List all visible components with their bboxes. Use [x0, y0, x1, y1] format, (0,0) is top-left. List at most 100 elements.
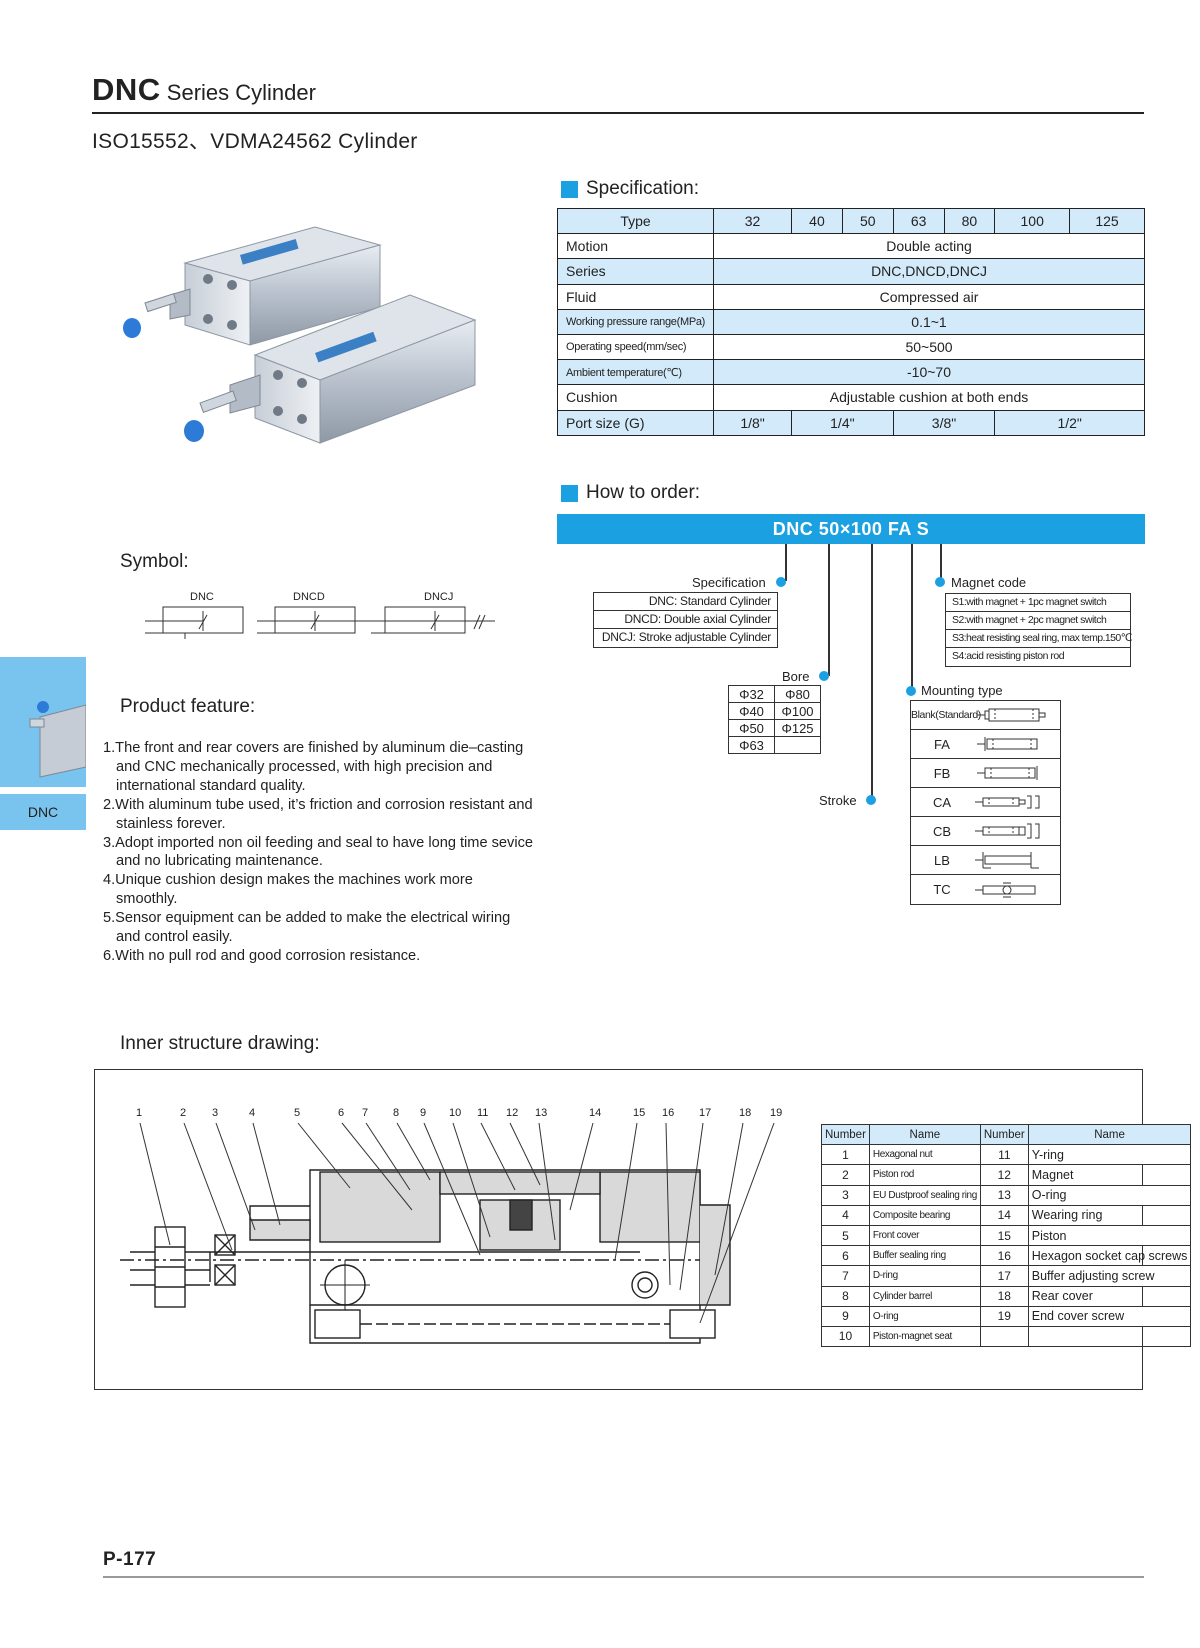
part-name: EU Dustproof sealing ring — [868, 1184, 981, 1206]
connector-line — [828, 544, 830, 676]
part-name: O-ring — [1027, 1184, 1192, 1206]
magnet-options-box: S1:with magnet + 1pc magnet switch S2:wi… — [945, 593, 1132, 667]
part-number: 14 — [979, 1204, 1029, 1226]
spec-port-value: 1/2" — [994, 409, 1145, 436]
bore-option: Φ40 — [728, 702, 775, 720]
part-name: Buffer sealing ring — [868, 1245, 981, 1267]
bore-option: Φ50 — [728, 719, 775, 737]
part-name: Hexagonal nut — [868, 1144, 981, 1166]
bore-option: Φ32 — [728, 685, 775, 703]
footer-divider — [103, 1576, 1144, 1578]
title-series-code: DNC — [92, 72, 161, 107]
parts-header: Number — [821, 1123, 870, 1146]
symbol-label: DNC — [190, 591, 214, 603]
part-name: Buffer adjusting screw — [1027, 1265, 1192, 1287]
callout-number: 17 — [699, 1107, 712, 1119]
mount-lb-icon — [975, 852, 1039, 869]
title-text: Series Cylinder — [166, 80, 316, 105]
symbol-label: DNCJ — [424, 591, 454, 603]
header-divider — [92, 112, 1144, 114]
mounting-option: CB — [911, 817, 1060, 846]
spec-row-label: Fluid — [556, 283, 715, 310]
bullet-dot-icon — [776, 577, 786, 587]
magnet-option: S2:with magnet + 2pc magnet switch — [946, 612, 1130, 630]
heading-square-icon — [561, 180, 578, 198]
mounting-option: LB — [911, 846, 1060, 875]
order-code-bar: DNC 50×100 FA S — [557, 514, 1145, 544]
order-stroke-label: Stroke — [819, 793, 857, 808]
magnet-option: S3:heat resisting seal ring, max temp.15… — [946, 630, 1132, 648]
spec-bore: 63 — [892, 207, 945, 235]
part-number: 18 — [979, 1285, 1029, 1307]
part-name: Piston-magnet seat — [868, 1325, 981, 1348]
features-list: 1.The front and rear covers are finished… — [103, 739, 533, 966]
callout-number: 7 — [362, 1107, 369, 1119]
spec-row-value: Adjustable cushion at both ends — [713, 384, 1145, 411]
specification-options-box: DNC: Standard Cylinder DNCD: Double axia… — [593, 592, 778, 648]
part-name: Front cover — [868, 1224, 981, 1247]
order-bore-label: Bore — [782, 669, 810, 684]
order-mounting-label: Mounting type — [921, 683, 1003, 698]
mounting-options-box: Blank(Standard) FA FB CA CB LB TC — [910, 700, 1061, 905]
callout-number: 19 — [770, 1107, 783, 1119]
callout-number: 11 — [477, 1107, 489, 1119]
part-number — [979, 1325, 1029, 1348]
spec-row-label: Series — [556, 258, 715, 285]
part-number: 8 — [821, 1285, 870, 1307]
callout-number: 8 — [393, 1107, 400, 1119]
spec-row-value: 0.1~1 — [713, 308, 1145, 335]
magnet-option: S1:with magnet + 1pc magnet switch — [946, 594, 1130, 612]
bullet-dot-icon — [819, 671, 829, 681]
spec-bore: 50 — [841, 207, 894, 235]
spec-row-value: Double acting — [713, 233, 1145, 260]
magnet-option: S4:acid resisting piston rod — [952, 650, 1065, 662]
side-tab-label: DNC — [0, 794, 86, 830]
page-subtitle: ISO15552、VDMA24562 Cylinder — [92, 130, 418, 153]
spec-row-value: Compressed air — [713, 283, 1145, 310]
connector-line — [871, 544, 873, 800]
spec-port-value: 1/8" — [713, 409, 793, 436]
part-number: 13 — [979, 1184, 1029, 1206]
part-number: 6 — [821, 1245, 870, 1267]
order-magnet-label: Magnet code — [951, 575, 1027, 590]
spec-bore: 40 — [791, 207, 843, 235]
part-name: D-ring — [868, 1265, 981, 1287]
part-number: 16 — [979, 1245, 1029, 1267]
connector-line — [940, 544, 942, 581]
feature-item: 3.Adopt imported non oil feeding and sea… — [103, 834, 533, 870]
spec-row-label: Cushion — [556, 384, 715, 411]
feature-item: 2.With aluminum tube used, it’s friction… — [103, 796, 533, 832]
specification-heading: Specification: — [561, 178, 699, 200]
mount-fb-icon — [977, 766, 1038, 780]
bore-option: Φ100 — [774, 702, 821, 720]
mount-standard-icon — [977, 708, 1046, 722]
spec-port-value: 3/8" — [892, 409, 996, 436]
part-number: 15 — [979, 1224, 1029, 1247]
part-number: 9 — [821, 1305, 870, 1327]
bore-option: Φ80 — [774, 685, 821, 703]
callout-number: 14 — [589, 1107, 602, 1119]
part-name: Magnet — [1027, 1164, 1192, 1186]
spec-bore: 100 — [994, 207, 1071, 235]
part-name: Wearing ring — [1027, 1204, 1192, 1226]
part-name: Rear cover — [1027, 1285, 1192, 1307]
callout-number: 5 — [294, 1107, 301, 1119]
bore-option: Φ63 — [728, 736, 775, 754]
part-name: Cylinder barrel — [868, 1285, 981, 1307]
callout-number: 10 — [449, 1107, 462, 1119]
product-photo — [123, 226, 477, 444]
callout-number: 4 — [249, 1107, 256, 1119]
callout-number: 16 — [662, 1107, 675, 1119]
part-name: O-ring — [868, 1305, 981, 1327]
connector-line — [785, 544, 787, 581]
part-number: 1 — [821, 1144, 870, 1166]
part-number: 11 — [979, 1144, 1029, 1166]
